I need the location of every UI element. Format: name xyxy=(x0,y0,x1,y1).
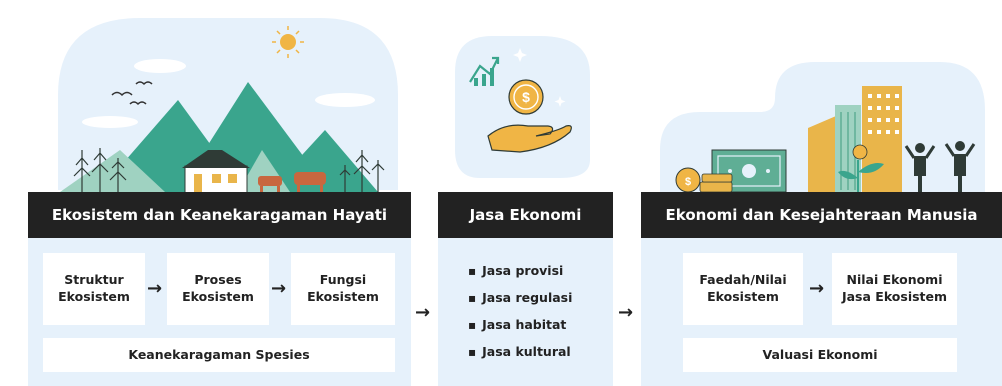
service-item-habitat: Jasa habitat xyxy=(468,311,572,338)
sparkle-icon xyxy=(513,48,566,107)
arrow-right-icon: → xyxy=(809,278,825,299)
money-plant-icon xyxy=(838,144,884,192)
tree-icon xyxy=(73,148,385,192)
services-list: Jasa provisi Jasa regulasi Jasa habitat … xyxy=(468,257,572,365)
arrow-right-icon: → xyxy=(415,302,431,323)
ecosystem-benefit-line2: Ekosistem xyxy=(707,289,779,304)
birds-icon xyxy=(111,81,153,106)
arrow-right-icon: → xyxy=(271,278,287,299)
coin-stack-icon: $ xyxy=(675,167,733,193)
ecosystem-panel-title: Ekosistem dan Keanekaragaman Hayati xyxy=(28,192,411,238)
cloud-icon xyxy=(82,116,138,128)
process-box-line1: Proses xyxy=(194,272,242,288)
ecosystem-benefit-line1: Faedah/Nilai xyxy=(699,272,787,288)
cash-icon xyxy=(711,149,787,193)
species-diversity-box: Keanekaragaman Spesies xyxy=(43,338,395,372)
function-box-line2: Ekosistem xyxy=(307,289,379,304)
service-item-regulation: Jasa regulasi xyxy=(468,284,572,311)
structure-box-line1: Struktur xyxy=(64,272,124,288)
svg-text:$: $ xyxy=(685,176,691,188)
welfare-panel-title: Ekonomi dan Kesejahteraan Manusia xyxy=(641,192,1002,238)
animal-icon xyxy=(258,172,326,193)
arrow-right-icon: → xyxy=(618,302,634,323)
process-box-line2: Ekosistem xyxy=(182,289,254,304)
cloud-icon xyxy=(315,93,375,107)
economic-value-line1: Nilai Ekonomi xyxy=(846,272,943,288)
economic-valuation-box: Valuasi Ekonomi xyxy=(683,338,957,372)
growth-chart-icon xyxy=(469,56,500,83)
cloud-icon xyxy=(134,59,186,73)
economic-services-title: Jasa Ekonomi xyxy=(438,192,613,238)
people-icon xyxy=(904,141,976,192)
service-item-provision: Jasa provisi xyxy=(468,257,572,284)
function-box-line1: Fungsi xyxy=(319,272,367,288)
hand-icon xyxy=(487,124,572,153)
structure-box-line2: Ekosistem xyxy=(58,289,130,304)
service-item-cultural: Jasa kultural xyxy=(468,338,572,365)
coin-icon: $ xyxy=(508,79,544,115)
sun-icon xyxy=(272,26,304,58)
economic-value-line2: Jasa Ekosistem xyxy=(841,289,948,304)
arrow-right-icon: → xyxy=(147,278,163,299)
svg-text:$: $ xyxy=(522,89,530,105)
house-icon xyxy=(182,150,250,194)
